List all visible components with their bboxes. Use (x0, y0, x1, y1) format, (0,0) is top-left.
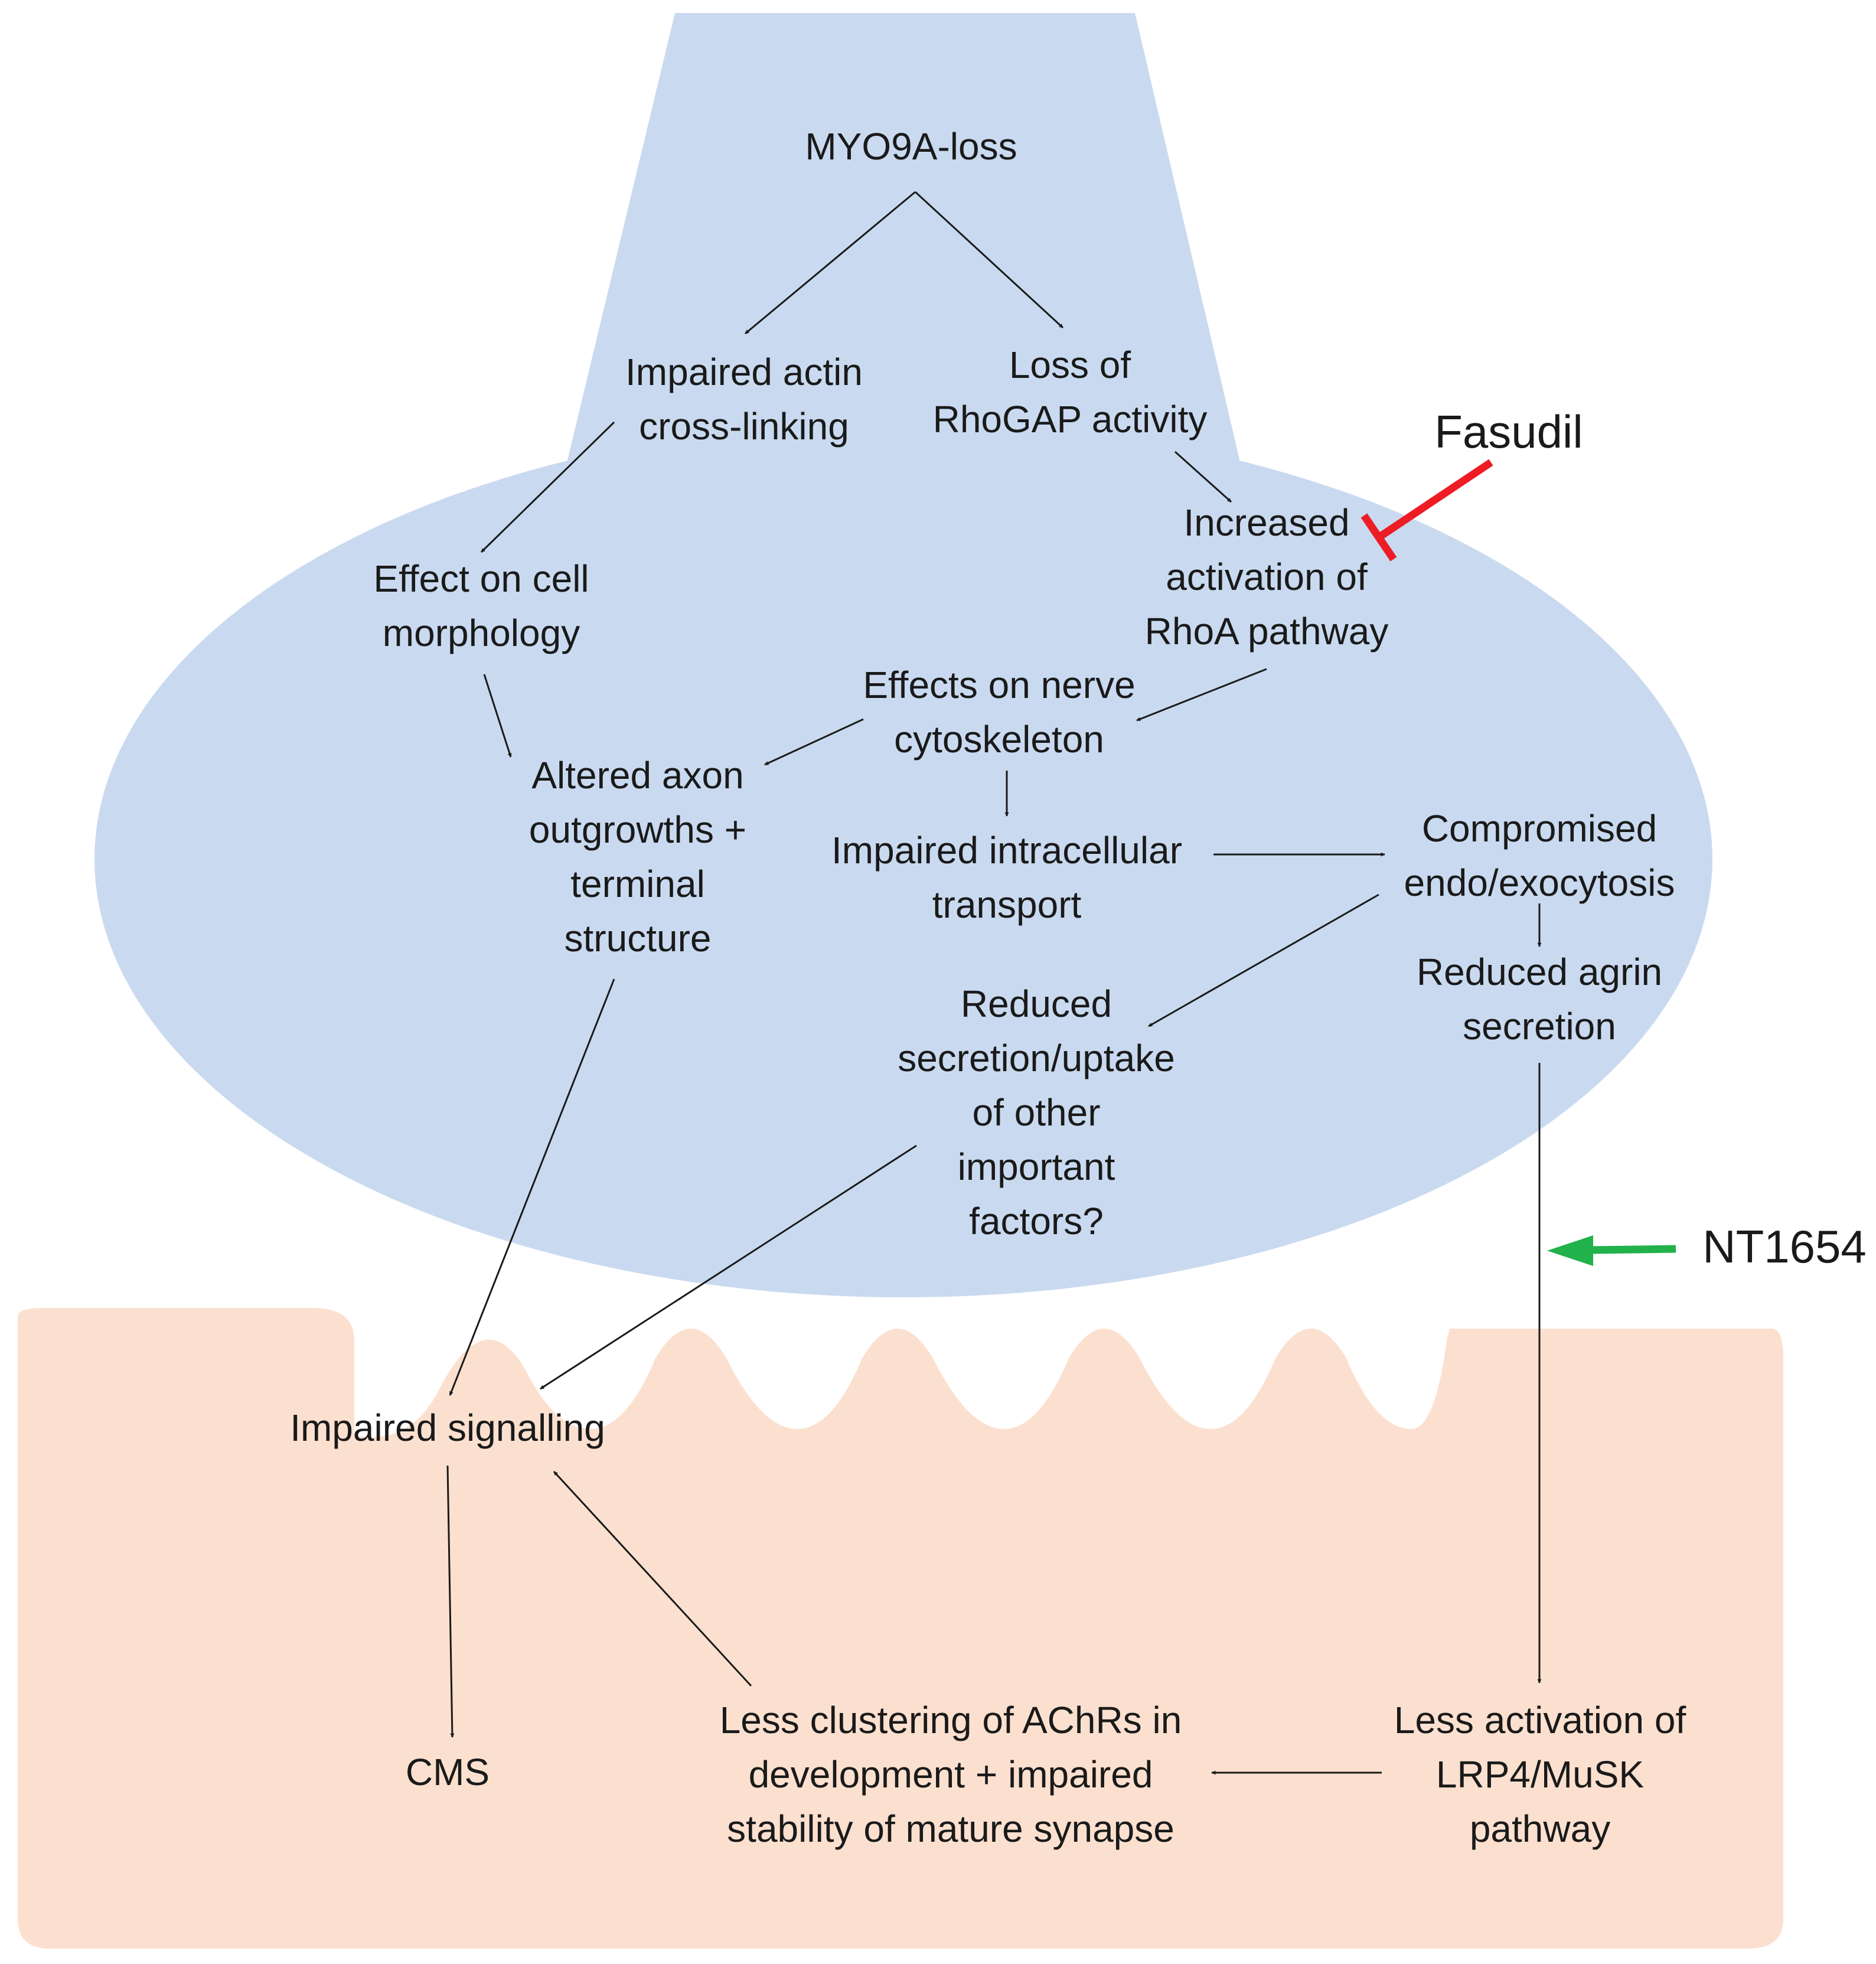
edges (446, 191, 1542, 1775)
arrow-cytoskeleton-to-axon (764, 718, 864, 766)
node-label-line: Impaired actin (625, 351, 863, 393)
fasudil-label: Fasudil (1434, 406, 1583, 458)
node-compromised-endo-exocytosis: Compromised endo/exocytosis (1404, 807, 1675, 904)
node-loss-of-rhogap-activity: Loss of RhoGAP activity (933, 344, 1208, 441)
node-label-line: LRP4/MuSK (1436, 1753, 1644, 1796)
arrow-actin-to-morphology (480, 421, 615, 553)
node-label-line: Loss of (1009, 344, 1131, 386)
nt1654-arrowhead (1547, 1235, 1593, 1266)
node-reduced-agrin-secretion: Reduced agrin secretion (1417, 951, 1662, 1048)
arrow-axon-to-signalling (449, 978, 615, 1396)
axon-stalk (561, 13, 1246, 487)
arrow-factors-to-signalling (540, 1144, 917, 1390)
node-label-line: outgrowths + (529, 808, 746, 851)
node-label-line: Increased (1183, 501, 1349, 544)
nt1654-arrow-shaft (1588, 1245, 1676, 1254)
node-altered-axon-outgrowths: Altered axon outgrowths + terminal structur… (529, 754, 746, 960)
node-less-activation-lrp4-musk: Less activation of LRP4/MuSK pathway (1394, 1699, 1686, 1850)
node-label-line: RhoA pathway (1145, 610, 1389, 653)
node-label-line: Effects on nerve (863, 664, 1135, 706)
node-label-line: Less clustering of AChRs in (720, 1699, 1182, 1741)
node-myo9a-loss: MYO9A-loss (805, 125, 1017, 168)
arrow-myo9a-to-actin (745, 191, 916, 335)
arrow-myo9a-to-rhogap (914, 191, 1064, 329)
node-reduced-secretion-other-factors: Reduced secretion/uptake of other important… (898, 983, 1175, 1242)
arrow-clustering-to-signalling (553, 1470, 752, 1687)
node-effects-on-nerve-cytoskeleton: Effects on nerve cytoskeleton (863, 664, 1135, 761)
node-label-line: stability of mature synapse (727, 1808, 1174, 1850)
node-label-line: secretion/uptake (898, 1037, 1175, 1079)
node-label-line: endo/exocytosis (1404, 862, 1675, 904)
node-label-line: MYO9A-loss (805, 125, 1017, 168)
node-label-line: Less activation of (1394, 1699, 1686, 1741)
terminal-bouton (94, 421, 1712, 1297)
node-cms: CMS (406, 1751, 490, 1793)
node-label-line: Impaired signalling (290, 1407, 605, 1449)
node-label-line: Altered axon (531, 754, 743, 797)
node-label-line: Compromised (1422, 807, 1657, 850)
node-label-line: terminal (570, 863, 705, 905)
node-label-line: Reduced agrin (1417, 951, 1662, 993)
nerve-terminal (94, 13, 1712, 1297)
arrow-rhogap-to-rhoa (1174, 451, 1232, 503)
nt1654-activator: NT1654 (1547, 1221, 1867, 1273)
nt1654-label: NT1654 (1702, 1221, 1867, 1273)
muscle-body (18, 1308, 1783, 1949)
arrow-rhoa-to-cytoskeleton (1136, 668, 1267, 722)
node-effect-on-cell-morphology: Effect on cell morphology (373, 557, 589, 654)
nodes: MYO9A-loss Impaired actin cross-linking L… (290, 125, 1686, 1850)
arrow-endo-to-factors (1148, 893, 1379, 1027)
node-label-line: cross-linking (639, 405, 849, 448)
node-label-line: structure (565, 917, 712, 960)
node-label-line: RhoGAP activity (933, 398, 1208, 441)
fasudil-inhibition-line (1376, 459, 1493, 541)
node-label-line: pathway (1470, 1808, 1610, 1850)
node-label-line: Effect on cell (373, 557, 589, 600)
node-label-line: development + impaired (749, 1753, 1153, 1796)
node-impaired-actin-crosslinking: Impaired actin cross-linking (625, 351, 863, 448)
node-label-line: transport (932, 883, 1082, 926)
node-label-line: factors? (969, 1200, 1104, 1242)
node-less-clustering-achrs: Less clustering of AChRs in development +… (720, 1699, 1182, 1850)
node-label-line: cytoskeleton (894, 718, 1104, 761)
muscle-fiber (18, 1308, 1783, 1949)
fasudil-inhibition-bar (1360, 513, 1397, 562)
arrow-morphology-to-axon (483, 674, 512, 758)
node-impaired-signalling: Impaired signalling (290, 1407, 605, 1449)
arrow-signalling-to-cms (446, 1465, 455, 1738)
node-label-line: important (958, 1146, 1115, 1188)
node-label-line: Impaired intracellular (831, 829, 1182, 872)
node-label-line: secretion (1463, 1005, 1616, 1048)
node-label-line: CMS (406, 1751, 490, 1793)
node-label-line: of other (972, 1091, 1100, 1134)
node-impaired-intracellular-transport: Impaired intracellular transport (831, 829, 1182, 926)
node-label-line: activation of (1166, 556, 1368, 598)
fasudil-inhibitor: Fasudil (1360, 406, 1583, 562)
node-label-line: Reduced (961, 983, 1112, 1025)
node-increased-rhoa-activation: Increased activation of RhoA pathway (1145, 501, 1389, 653)
node-label-line: morphology (383, 612, 580, 654)
